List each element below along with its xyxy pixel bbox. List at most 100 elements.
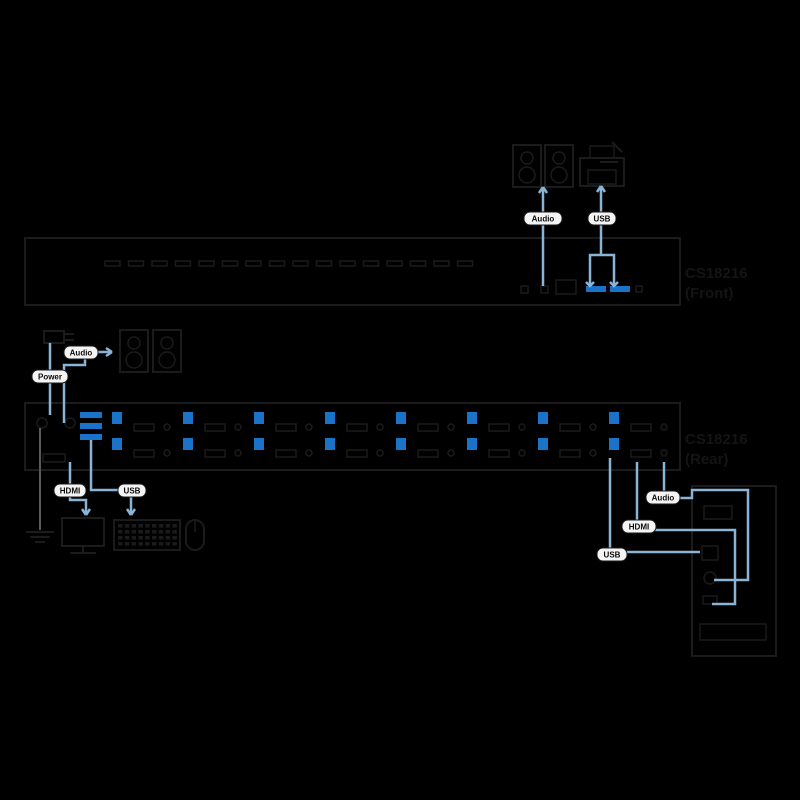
rear-audio-port (518, 423, 526, 431)
front-usb-tag: USB (587, 211, 617, 226)
front-panel: CS18216 (Front) (24, 237, 748, 306)
rear-usb-port (254, 412, 264, 424)
rear-usb-port (396, 412, 406, 424)
front-led-16 (456, 260, 474, 267)
console-usb-tag-text: USB (124, 487, 141, 496)
rear-panel: CS18216 (Rear) (24, 402, 748, 471)
rear-usb-port (254, 438, 264, 450)
front-audio-tag: Audio (523, 211, 563, 226)
front-led-4 (174, 260, 192, 267)
front-usb-tag-text: USB (594, 215, 611, 224)
computer-icon (691, 485, 777, 657)
rear-audio-port (305, 449, 313, 457)
rear-audio-tag-text: Audio (70, 349, 93, 358)
monitor-icon (61, 517, 105, 554)
front-audio-jack-2 (540, 285, 549, 294)
rear-hdmi-port (275, 449, 297, 458)
computer-audio-tag: Audio (645, 490, 681, 505)
front-lan-port (555, 279, 577, 295)
rear-usb-port (183, 412, 193, 424)
front-audio-jack-1 (520, 285, 529, 294)
console-hdmi-tag-text: HDMI (60, 487, 80, 496)
rear-audio-port (518, 449, 526, 457)
rear-audio-port (234, 423, 242, 431)
mouse-icon (185, 519, 205, 551)
rear-audio-port (660, 449, 668, 457)
rear-hdmi-port (417, 449, 439, 458)
rear-usb-port (467, 412, 477, 424)
rear-audio-port (305, 423, 313, 431)
rear-hdmi-port (346, 449, 368, 458)
power-adapter-icon (43, 330, 74, 344)
rear-console-usb-2 (80, 423, 102, 429)
rear-hdmi-port (204, 423, 226, 432)
front-led-3 (151, 260, 168, 267)
rear-hdmi-port (559, 449, 581, 458)
front-led-2 (127, 260, 145, 267)
rear-usb-port (467, 438, 477, 450)
power-tag: Power (31, 369, 69, 384)
power-tag-text: Power (38, 373, 62, 382)
front-led-8 (268, 260, 286, 267)
rear-console-hdmi (42, 453, 66, 463)
computer-audio-tag-text: Audio (652, 494, 675, 503)
rear-hdmi-port (204, 449, 226, 458)
rear-audio-port (163, 423, 171, 431)
front-led-6 (221, 260, 239, 267)
rear-usb-port (183, 438, 193, 450)
rear-hdmi-port (346, 423, 368, 432)
rear-model-label: CS18216 (685, 431, 748, 448)
console-hdmi-cable (68, 462, 88, 515)
rear-audio-tag: Audio (63, 345, 99, 360)
rear-power-jack (64, 417, 76, 429)
computer-hdmi-tag: HDMI (621, 519, 657, 534)
front-led-12 (362, 260, 380, 267)
front-led-10 (315, 260, 333, 267)
rear-hdmi-port (559, 423, 581, 432)
rear-hdmi-port (630, 449, 652, 458)
front-usb-port-2 (610, 286, 630, 292)
computer-usb-cable (608, 458, 700, 554)
rear-console-usb-1 (80, 412, 102, 418)
front-led-1 (104, 260, 121, 267)
rear-usb-port (396, 438, 406, 450)
rear-audio-port (234, 449, 242, 457)
rear-hdmi-port (488, 423, 510, 432)
front-led-9 (292, 260, 309, 267)
console-hdmi-tag: HDMI (53, 483, 87, 498)
rear-audio-port (447, 449, 455, 457)
rear-usb-port (538, 412, 548, 424)
rear-view-label: (Rear) (685, 451, 728, 468)
front-led-7 (245, 260, 262, 267)
printer-icon (579, 141, 625, 187)
rear-usb-port (112, 438, 122, 450)
console-usb-tag: USB (117, 483, 147, 498)
rear-usb-port (325, 438, 335, 450)
front-led-5 (198, 260, 215, 267)
rear-computer-ports (112, 412, 668, 458)
rear-hdmi-port (133, 449, 155, 458)
front-led-11 (339, 260, 356, 267)
rear-audio-port (589, 423, 597, 431)
rear-audio-port (376, 423, 384, 431)
rear-audio-port (163, 449, 171, 457)
front-usb-cable (588, 186, 616, 286)
computer-hdmi-cable (635, 462, 737, 606)
rear-hdmi-port (630, 423, 652, 432)
console-usb-cable (89, 440, 133, 515)
front-led-15 (433, 260, 450, 267)
rear-speakers-icon (119, 329, 182, 373)
rear-audio-port (376, 449, 384, 457)
rear-audio-port (589, 449, 597, 457)
keyboard-icon (113, 519, 181, 551)
rear-hdmi-port (133, 423, 155, 432)
computer-usb-tag: USB (596, 547, 628, 562)
rear-usb-port (609, 438, 619, 450)
rear-usb-port (112, 412, 122, 424)
computer-hdmi-tag-text: HDMI (629, 523, 649, 532)
ground-icon (26, 531, 54, 543)
front-led-13 (386, 260, 403, 267)
front-indicator (635, 285, 643, 293)
rear-chassis (24, 402, 681, 471)
front-led-row (104, 260, 474, 267)
